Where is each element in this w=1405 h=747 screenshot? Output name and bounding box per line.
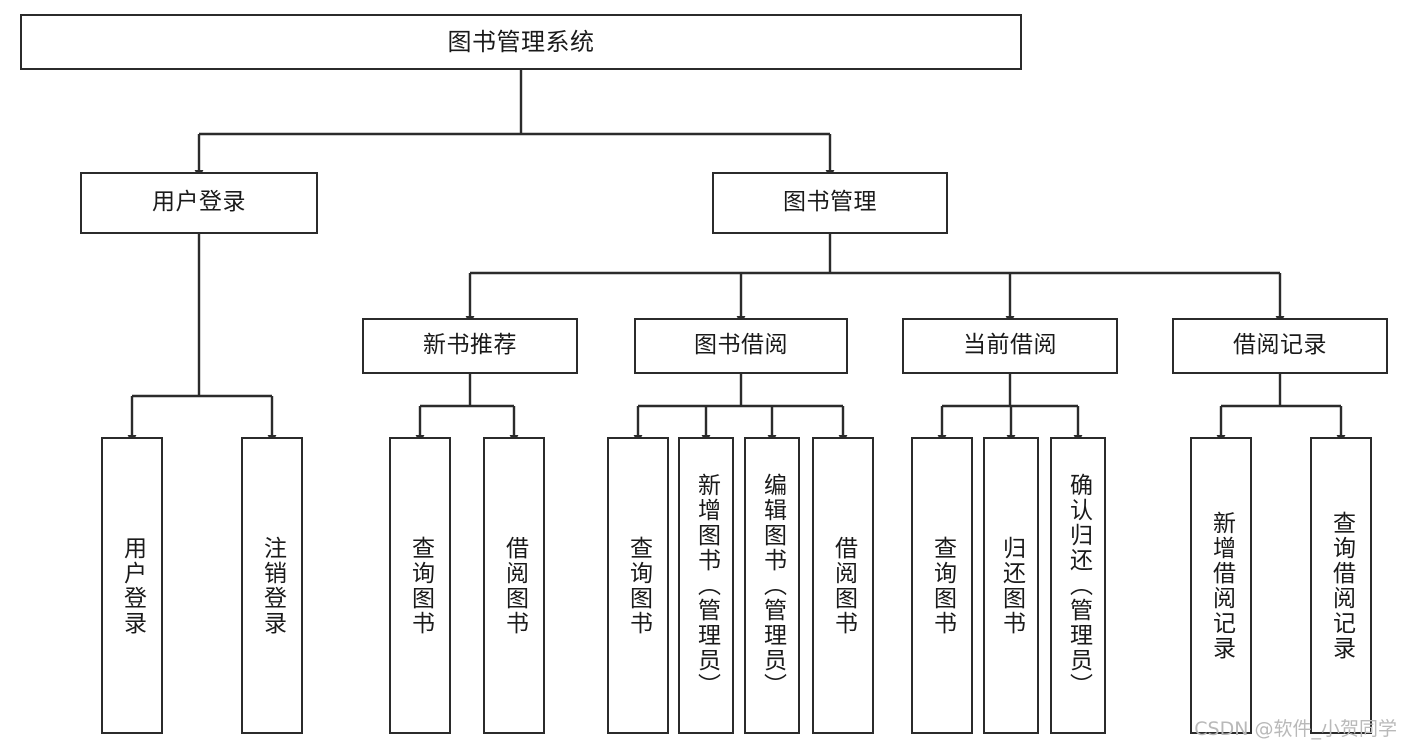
node-label-leaf-query-record: 查询借阅记录 (1328, 510, 1355, 661)
node-new-book-rec[interactable]: 新书推荐 (362, 318, 578, 374)
node-label-leaf-return-book: 归还图书 (998, 535, 1025, 636)
node-label-leaf-user-logout: 注销登录 (259, 535, 286, 636)
node-leaf-return-book[interactable]: 归还图书 (983, 437, 1039, 734)
node-user-login[interactable]: 用户登录 (80, 172, 318, 234)
node-borrow-record[interactable]: 借阅记录 (1172, 318, 1388, 374)
node-label-book-borrow: 图书借阅 (694, 332, 788, 359)
node-root[interactable]: 图书管理系统 (20, 14, 1022, 70)
node-leaf-confirm-return[interactable]: 确认归还（管理员） (1050, 437, 1106, 734)
node-leaf-borrow-book-1[interactable]: 借阅图书 (483, 437, 545, 734)
node-leaf-query-book-1[interactable]: 查询图书 (389, 437, 451, 734)
node-leaf-query-record[interactable]: 查询借阅记录 (1310, 437, 1372, 734)
node-label-borrow-record: 借阅记录 (1233, 332, 1327, 359)
node-leaf-query-book-2[interactable]: 查询图书 (607, 437, 669, 734)
node-label-new-book-rec: 新书推荐 (423, 332, 517, 359)
node-leaf-user-login[interactable]: 用户登录 (101, 437, 163, 734)
node-label-leaf-borrow-book-1: 借阅图书 (501, 535, 528, 636)
node-leaf-user-logout[interactable]: 注销登录 (241, 437, 303, 734)
node-leaf-borrow-book-2[interactable]: 借阅图书 (812, 437, 874, 734)
node-label-leaf-query-book-3: 查询图书 (929, 535, 956, 636)
node-label-leaf-add-book: 新增图书（管理员） (693, 473, 720, 698)
node-label-current-borrow: 当前借阅 (963, 332, 1057, 359)
node-label-leaf-borrow-book-2: 借阅图书 (830, 535, 857, 636)
node-label-leaf-edit-book: 编辑图书（管理员） (759, 473, 786, 698)
node-label-leaf-query-book-1: 查询图书 (407, 535, 434, 636)
node-label-leaf-add-record: 新增借阅记录 (1208, 510, 1235, 661)
node-label-user-login: 用户登录 (152, 189, 246, 216)
csdn-watermark: CSDN @软件_小贺同学 (1194, 718, 1397, 740)
node-label-leaf-user-login: 用户登录 (119, 535, 146, 636)
node-leaf-add-record[interactable]: 新增借阅记录 (1190, 437, 1252, 734)
node-leaf-add-book[interactable]: 新增图书（管理员） (678, 437, 734, 734)
node-label-book-manage: 图书管理 (783, 189, 877, 216)
node-leaf-query-book-3[interactable]: 查询图书 (911, 437, 973, 734)
node-current-borrow[interactable]: 当前借阅 (902, 318, 1118, 374)
node-label-root: 图书管理系统 (447, 27, 595, 56)
node-label-leaf-confirm-return: 确认归还（管理员） (1065, 473, 1092, 698)
node-book-borrow[interactable]: 图书借阅 (634, 318, 848, 374)
node-leaf-edit-book[interactable]: 编辑图书（管理员） (744, 437, 800, 734)
node-label-leaf-query-book-2: 查询图书 (625, 535, 652, 636)
node-book-manage[interactable]: 图书管理 (712, 172, 948, 234)
